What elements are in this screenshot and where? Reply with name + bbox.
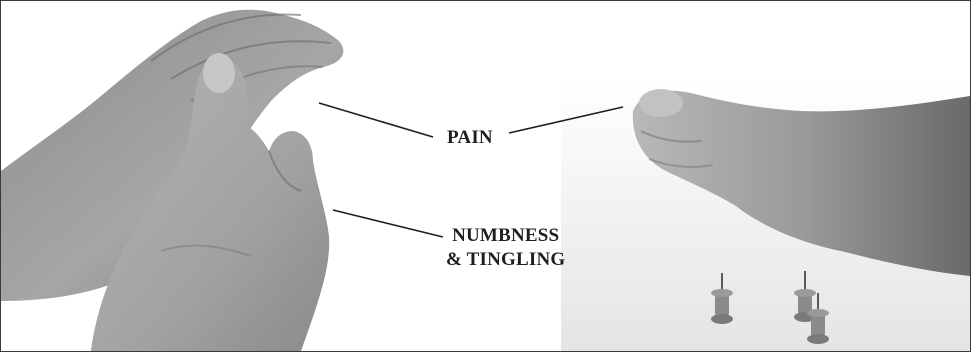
- tingling-text: & TINGLING: [446, 248, 565, 272]
- numbness-tingling-label: NUMBNESS & TINGLING: [446, 224, 565, 272]
- pain-label: PAIN: [447, 127, 493, 149]
- numbness-line: [333, 210, 443, 237]
- pain-line-hand: [319, 103, 433, 137]
- numbness-text: NUMBNESS: [446, 224, 565, 248]
